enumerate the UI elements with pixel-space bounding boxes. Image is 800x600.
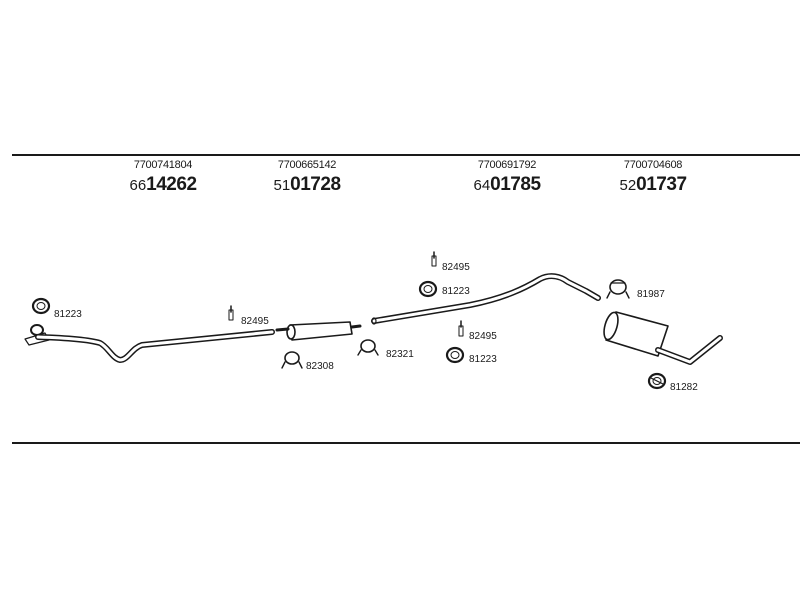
ring-part-icon <box>418 280 438 298</box>
part-group-3: 7700691792 6401785 <box>462 159 552 195</box>
ring-part-icon <box>31 297 51 315</box>
hanger-icon <box>228 305 234 321</box>
clamp-icon <box>357 339 379 356</box>
part-label-81282: 81282 <box>670 382 698 393</box>
part-number: 6614262 <box>129 174 197 195</box>
part-group-1: 7700741804 6614262 <box>118 159 208 195</box>
part-number: 5101728 <box>273 174 341 195</box>
part-label-81987: 81987 <box>637 289 665 300</box>
part-label-81223: 81223 <box>469 354 497 365</box>
clamp-icon <box>606 279 630 299</box>
part-label-82495: 82495 <box>469 331 497 342</box>
clamp-icon <box>281 351 303 369</box>
part-group-2: 7700665142 5101728 <box>262 159 352 195</box>
part-label-82308: 82308 <box>306 361 334 372</box>
oe-number: 7700665142 <box>277 159 337 171</box>
part-label-82495: 82495 <box>241 316 269 327</box>
front-pipe <box>35 329 275 363</box>
bottom-rule <box>12 442 800 444</box>
hanger-icon <box>431 251 437 267</box>
part-number: 6401785 <box>473 174 541 195</box>
part-label-81223: 81223 <box>54 309 82 320</box>
part-label-82321: 82321 <box>386 349 414 360</box>
part-number: 5201737 <box>619 174 687 195</box>
ring-part-icon <box>647 372 667 390</box>
ring-part-icon <box>445 346 465 364</box>
oe-number: 7700691792 <box>477 159 537 171</box>
middle-pipe <box>371 273 601 325</box>
part-label-82495: 82495 <box>442 262 470 273</box>
front-silencer <box>275 321 362 341</box>
top-rule <box>12 154 800 156</box>
part-group-4: 7700704608 5201737 <box>608 159 698 195</box>
hanger-icon <box>458 320 464 337</box>
part-label-81223: 81223 <box>442 286 470 297</box>
oe-number: 7700741804 <box>133 159 193 171</box>
oe-number: 7700704608 <box>623 159 683 171</box>
rear-silencer <box>603 311 723 365</box>
